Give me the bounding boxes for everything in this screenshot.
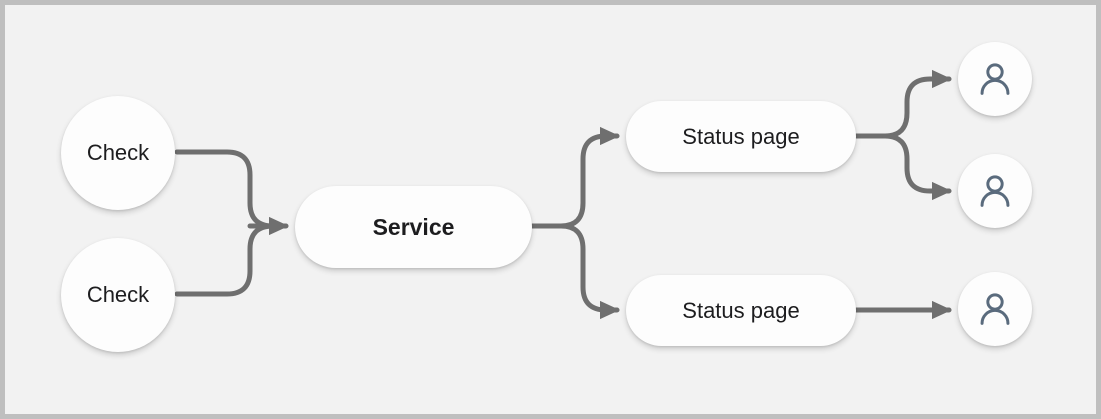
node-service[interactable]: Service	[295, 186, 532, 268]
edge-status1-user2	[882, 133, 952, 201]
node-user-3[interactable]	[958, 272, 1032, 346]
node-user-2[interactable]	[958, 154, 1032, 228]
node-check-2[interactable]: Check	[61, 238, 175, 352]
person-icon	[980, 293, 1010, 325]
node-check-1[interactable]: Check	[61, 96, 175, 210]
person-icon	[980, 63, 1010, 95]
node-label-check-2: Check	[86, 282, 150, 307]
edge-status1-user1	[882, 69, 952, 139]
edge-layer	[174, 69, 952, 320]
node-status-page-1[interactable]: Status page	[626, 101, 856, 172]
node-label-service: Service	[372, 213, 455, 240]
node-label-check-1: Check	[86, 140, 150, 165]
edge-check2-service	[174, 223, 276, 297]
node-user-1[interactable]	[958, 42, 1032, 116]
edge-service-status1	[558, 126, 620, 229]
edge-check1-service	[174, 149, 276, 229]
person-icon	[980, 175, 1010, 207]
node-label-status-page-1: Status page	[682, 123, 800, 149]
edge-service-status2	[558, 223, 620, 320]
node-label-status-page-2: Status page	[682, 297, 800, 323]
node-status-page-2[interactable]: Status page	[626, 275, 856, 346]
